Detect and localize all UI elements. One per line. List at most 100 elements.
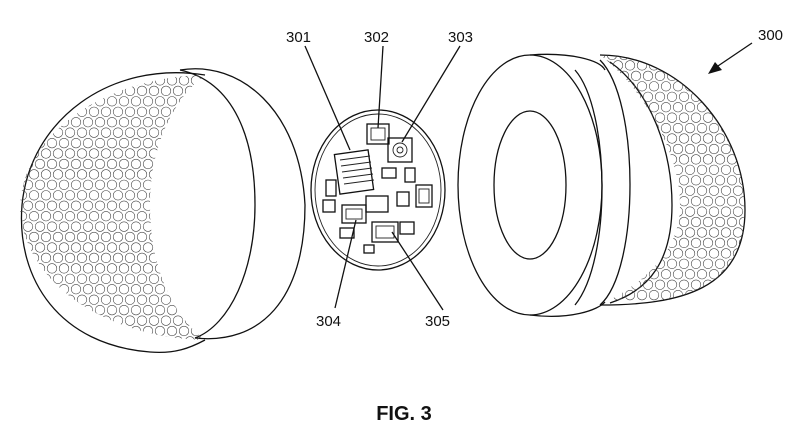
dimple xyxy=(106,96,118,107)
dimple xyxy=(28,75,40,76)
dimple xyxy=(178,263,190,274)
dimple xyxy=(100,127,112,138)
dimple xyxy=(660,123,672,134)
dimple xyxy=(630,154,642,165)
dimple xyxy=(642,279,654,290)
dimple xyxy=(178,305,190,316)
dimple xyxy=(600,196,606,207)
dimple xyxy=(112,294,124,305)
dimple xyxy=(148,190,160,201)
dimple xyxy=(190,75,202,86)
dimple xyxy=(714,70,726,81)
dimple xyxy=(160,273,172,284)
dimple xyxy=(732,102,744,113)
dimple xyxy=(684,143,696,155)
dimple xyxy=(154,305,166,316)
dimple xyxy=(19,273,28,284)
dimple xyxy=(88,190,100,201)
dimple xyxy=(76,294,88,305)
dimple xyxy=(690,55,702,61)
dimple xyxy=(708,81,720,92)
dimple xyxy=(100,75,112,76)
dimple xyxy=(636,185,648,196)
dimple xyxy=(46,138,58,149)
dimple xyxy=(196,294,206,305)
dimple xyxy=(166,242,178,253)
dimple xyxy=(642,133,654,144)
dimple xyxy=(160,169,172,180)
dimple xyxy=(46,221,58,232)
dimple xyxy=(118,96,130,107)
dimple xyxy=(172,106,184,117)
dimple xyxy=(636,164,648,175)
dimple xyxy=(636,102,648,113)
dimple xyxy=(618,70,630,81)
dimple xyxy=(612,248,624,259)
dimple xyxy=(678,258,690,269)
dimple xyxy=(76,106,88,117)
dimple xyxy=(148,106,160,117)
dimple xyxy=(702,175,714,186)
dimple xyxy=(40,315,52,326)
dimple xyxy=(154,200,166,211)
dimple xyxy=(196,315,206,326)
dimple xyxy=(19,211,28,222)
dimple xyxy=(166,221,178,232)
dimple xyxy=(118,305,130,316)
dimple xyxy=(76,315,88,326)
dimple xyxy=(64,127,76,138)
dimple xyxy=(40,148,52,159)
dimple xyxy=(190,158,202,170)
dimple xyxy=(648,102,660,113)
dimple xyxy=(630,112,642,123)
dimple xyxy=(178,117,190,128)
dimple xyxy=(612,164,624,175)
dimple xyxy=(196,127,206,138)
dimple xyxy=(70,305,82,316)
dimple xyxy=(19,336,28,340)
dimple xyxy=(600,175,606,186)
dimple xyxy=(136,336,148,340)
dimple xyxy=(166,158,178,170)
dimple xyxy=(196,211,206,222)
dimple xyxy=(636,143,648,155)
dimple xyxy=(142,263,154,274)
dimple xyxy=(642,237,654,248)
dimple xyxy=(666,279,678,290)
dimple xyxy=(654,196,666,207)
dimple xyxy=(606,133,618,144)
dimple xyxy=(58,263,70,274)
leader-300 xyxy=(711,42,753,71)
dimple xyxy=(196,252,206,263)
dimple xyxy=(630,70,642,81)
dimple xyxy=(196,169,206,180)
dimple xyxy=(696,143,708,155)
figure-caption: FIG. 3 xyxy=(376,403,432,425)
dimple xyxy=(148,169,160,180)
dimple xyxy=(166,305,178,316)
dimple xyxy=(672,269,684,280)
dimple xyxy=(76,231,88,243)
dimple xyxy=(52,169,64,180)
dimple xyxy=(160,106,172,117)
dimple xyxy=(708,164,720,175)
dimple xyxy=(142,75,154,86)
dimple xyxy=(166,75,178,86)
dimple xyxy=(732,185,744,196)
dimple xyxy=(708,290,720,301)
dimple xyxy=(184,85,196,96)
dimple xyxy=(100,252,112,263)
dimple xyxy=(720,123,732,134)
dimple xyxy=(19,190,28,201)
dimple xyxy=(172,252,184,263)
dimple xyxy=(58,179,70,190)
dimple xyxy=(19,106,28,117)
dimple xyxy=(22,75,34,86)
dimple xyxy=(82,263,94,274)
dimple xyxy=(70,242,82,253)
dimple xyxy=(708,185,720,196)
dimple xyxy=(672,248,684,259)
dimple xyxy=(672,60,684,71)
dimple xyxy=(100,273,112,284)
dimple xyxy=(196,231,206,243)
